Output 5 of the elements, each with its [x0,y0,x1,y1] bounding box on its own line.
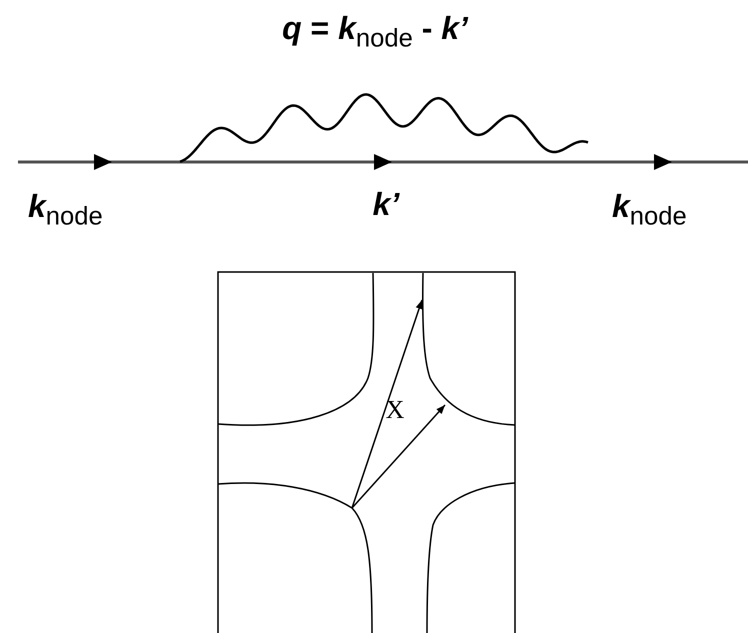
momentum-label: k’ [372,188,400,220]
momentum-label: k$_{node}$ [612,190,687,230]
point-label: X [386,397,404,423]
momentum-label: k$_{node}$ [28,190,103,230]
momentum-transfer-label: q = k$_{node}$ - k’ [282,12,468,52]
